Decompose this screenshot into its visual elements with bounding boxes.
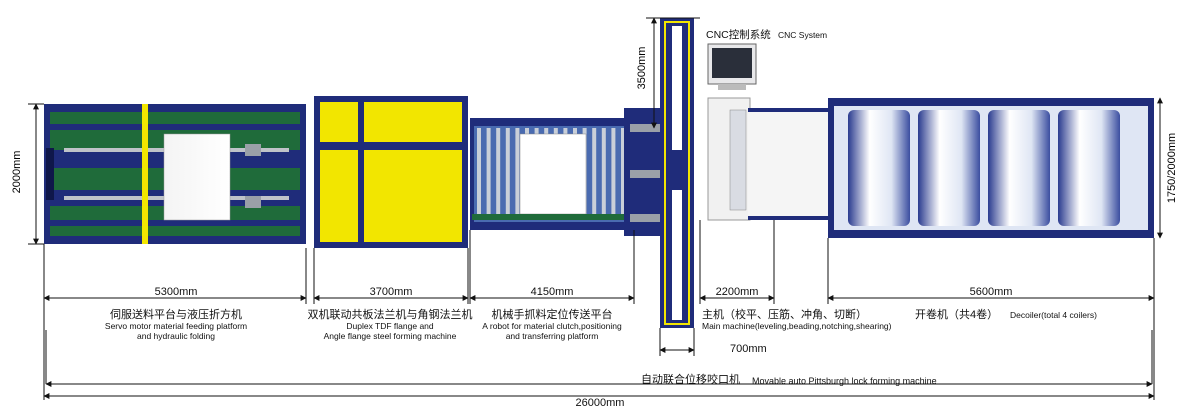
main-machine bbox=[707, 97, 828, 221]
section1-cn: 伺服送料平台与液压折方机 bbox=[110, 309, 242, 321]
dim-seg2: 3700mm bbox=[369, 286, 413, 298]
lock-forming-machine bbox=[624, 18, 694, 328]
section1-en2: and hydraulic folding bbox=[137, 331, 215, 341]
coil bbox=[848, 110, 910, 226]
roller bbox=[601, 128, 606, 220]
section5-cn: 开卷机（共4卷） bbox=[915, 309, 999, 321]
section1-en1: Servo motor material feeding platform bbox=[104, 321, 248, 331]
dim-seg1: 5300mm bbox=[154, 286, 198, 298]
coil bbox=[918, 110, 980, 226]
robot-transfer-platform bbox=[470, 118, 634, 230]
dim-total: 26000mm bbox=[575, 397, 625, 409]
roller bbox=[496, 128, 501, 220]
cnc-monitor bbox=[707, 43, 757, 90]
section4-en1: Main machine(leveling,beading,notching,s… bbox=[702, 321, 892, 331]
roller bbox=[505, 128, 510, 220]
cnc-label-en: CNC System bbox=[778, 30, 828, 40]
section3-en2: and transferring platform bbox=[505, 331, 599, 341]
dim-seg3: 4150mm bbox=[530, 286, 574, 298]
roller bbox=[611, 128, 616, 220]
section2-en2: Angle flange steel forming machine bbox=[323, 331, 457, 341]
dimension-lines bbox=[28, 17, 1163, 400]
roller bbox=[486, 128, 491, 220]
dim-seg5: 5600mm bbox=[969, 286, 1013, 298]
section2-en1: Duplex TDF flange and bbox=[346, 321, 434, 331]
section2-cn: 双机联动共板法兰机与角钢法兰机 bbox=[307, 309, 473, 321]
cnc-label-cn: CNC控制系统 bbox=[706, 29, 771, 41]
dim-tower: 3500mm bbox=[636, 46, 648, 90]
dim-seg4: 2200mm bbox=[715, 286, 759, 298]
section6-cn: 自动联合位移咬口机 bbox=[641, 374, 740, 386]
decoiler bbox=[828, 98, 1154, 238]
coil bbox=[1058, 110, 1120, 226]
dim-height-right: 1750/2000mm bbox=[1166, 132, 1178, 204]
section3-cn: 机械手抓料定位传送平台 bbox=[491, 309, 613, 321]
section4-cn: 主机（校平、压筋、冲角、切断） bbox=[702, 309, 867, 321]
section5-en1: Decoiler(total 4 coilers) bbox=[1010, 310, 1097, 320]
servo-feeding-platform bbox=[44, 104, 306, 244]
dim-height-left: 2000mm bbox=[11, 150, 23, 194]
roller bbox=[515, 128, 520, 220]
section3-en1: A robot for material clutch,positioning bbox=[482, 321, 622, 331]
dim-lock-width: 700mm bbox=[730, 343, 767, 355]
roller bbox=[477, 128, 481, 220]
coil bbox=[988, 110, 1050, 226]
duplex-tdf-flange-machine bbox=[314, 96, 468, 248]
section6-en1: Movable auto Pittsburgh lock forming mac… bbox=[752, 376, 937, 386]
roller bbox=[621, 128, 625, 220]
roller bbox=[592, 128, 597, 220]
